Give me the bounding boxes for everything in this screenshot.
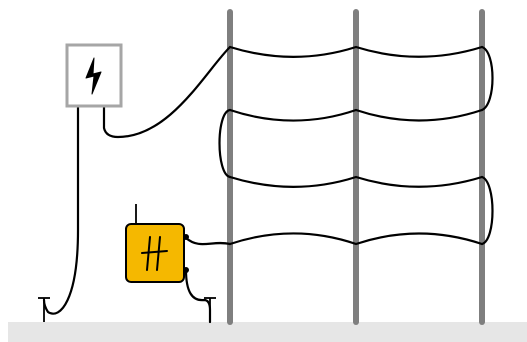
power-source [65, 43, 123, 108]
energizer-terminal-ground [183, 267, 189, 273]
fence-wire-strand-4 [228, 232, 484, 246]
fence-wire-strand-3 [228, 175, 484, 188]
ground-wire-energizer [184, 268, 212, 324]
fence-wire-strand-2 [228, 108, 484, 122]
fence-energizer-icon [141, 236, 168, 271]
fence-wire-strand-1 [228, 45, 484, 58]
wire-loop-right-2 [480, 175, 494, 246]
ground-wire-power [42, 104, 80, 315]
feed-wire-energizer [184, 236, 232, 246]
wire-loop-left [218, 108, 232, 179]
ground-rod-icon [204, 297, 216, 322]
wire-loop-right-1 [480, 45, 494, 112]
fence-posts [227, 9, 485, 325]
fence-energizer [125, 204, 189, 283]
ground [8, 322, 527, 342]
energizer-terminal-output [183, 234, 189, 240]
feed-wire-power [102, 45, 232, 139]
ground-rod-icon [38, 297, 50, 322]
lightning-bolt-icon [85, 57, 102, 95]
energizer-body [125, 223, 185, 283]
